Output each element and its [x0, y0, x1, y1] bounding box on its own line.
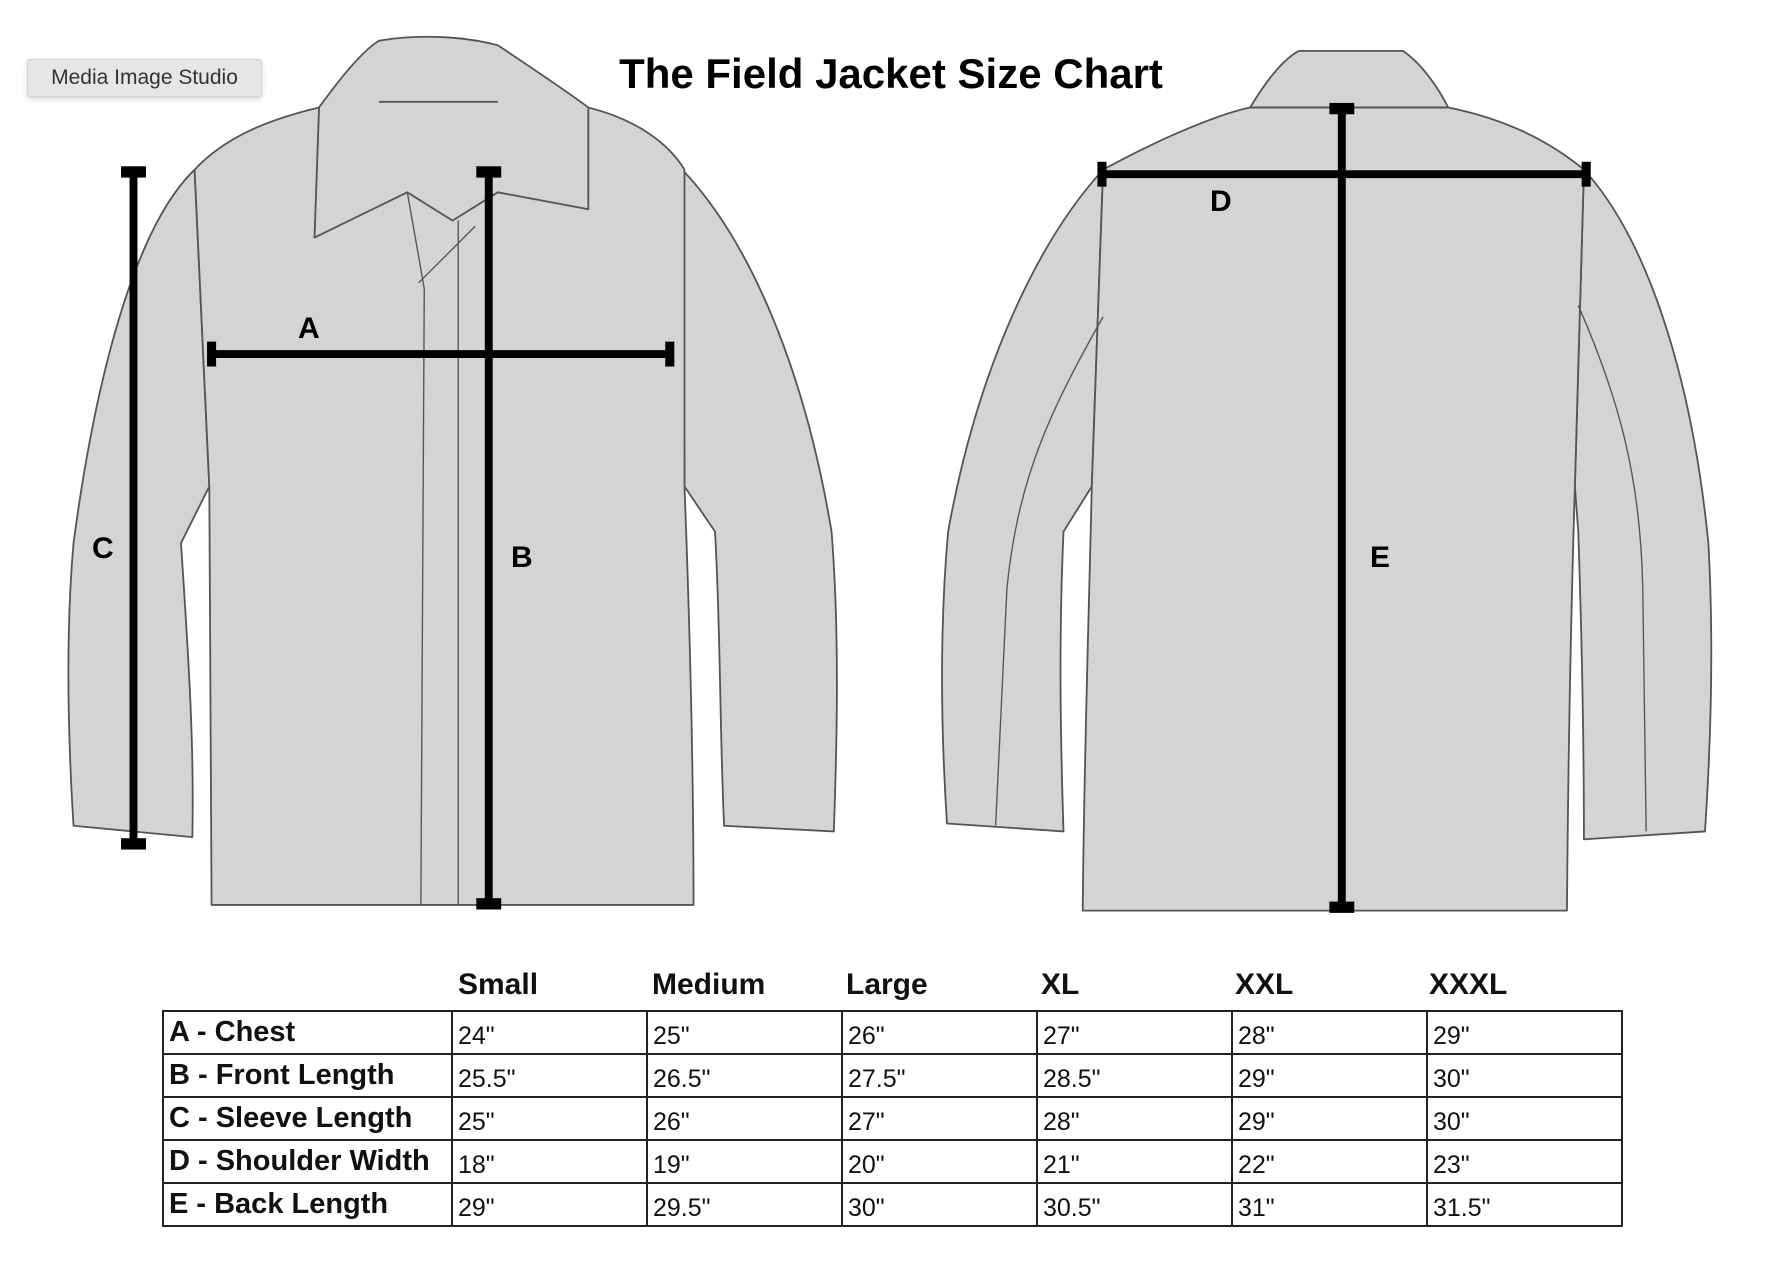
label-d: D: [1210, 185, 1232, 218]
size-value: 20": [841, 1139, 1038, 1184]
column-header-large: Large: [846, 968, 928, 1001]
size-value: 25.5": [451, 1053, 648, 1098]
size-value: 29.5": [646, 1182, 843, 1227]
row-label: B - Front Length: [162, 1053, 453, 1098]
size-value: 24": [451, 1010, 648, 1055]
column-header-xxxl: XXXL: [1429, 968, 1508, 1001]
size-value: 18": [451, 1139, 648, 1184]
label-b: B: [511, 541, 533, 574]
size-value: 23": [1426, 1139, 1623, 1184]
label-e: E: [1370, 541, 1391, 574]
size-value: 26.5": [646, 1053, 843, 1098]
size-value: 29": [1231, 1053, 1428, 1098]
front-body: [193, 106, 695, 906]
size-value: 26": [841, 1010, 1038, 1055]
size-value: 30": [1426, 1053, 1623, 1098]
back-body: [1081, 106, 1585, 912]
size-value: 30": [841, 1182, 1038, 1227]
row-label: C - Sleeve Length: [162, 1096, 453, 1141]
size-value: 30.5": [1036, 1182, 1233, 1227]
media-image-studio-badge[interactable]: Media Image Studio: [27, 59, 262, 97]
size-value: 31.5": [1426, 1182, 1623, 1227]
front-right-sleeve: [681, 168, 838, 833]
size-value: 22": [1231, 1139, 1428, 1184]
size-value: 27": [841, 1096, 1038, 1141]
size-value: 19": [646, 1139, 843, 1184]
front-collar: [313, 35, 590, 239]
column-header-xxl: XXL: [1235, 968, 1294, 1001]
front-jacket: [67, 35, 838, 906]
label-c: C: [92, 532, 114, 565]
size-value: 27": [1036, 1010, 1233, 1055]
size-value: 30": [1426, 1096, 1623, 1141]
size-value: 28.5": [1036, 1053, 1233, 1098]
row-label: A - Chest: [162, 1010, 453, 1055]
size-value: 27.5": [841, 1053, 1038, 1098]
size-value: 26": [646, 1096, 843, 1141]
size-value: 29": [451, 1182, 648, 1227]
size-value: 28": [1231, 1010, 1428, 1055]
row-label: E - Back Length: [162, 1182, 453, 1227]
size-value: 25": [646, 1010, 843, 1055]
measurement-lines: [121, 102, 1591, 913]
size-value: 29": [1426, 1010, 1623, 1055]
column-header-small: Small: [458, 968, 539, 1001]
back-jacket: [941, 49, 1713, 912]
chart-title: The Field Jacket Size Chart: [619, 50, 1163, 97]
column-header-medium: Medium: [652, 968, 766, 1001]
row-label: D - Shoulder Width: [162, 1139, 453, 1184]
back-collar: [1249, 49, 1450, 109]
size-value: 25": [451, 1096, 648, 1141]
front-left-sleeve: [67, 168, 211, 838]
size-value: 28": [1036, 1096, 1233, 1141]
column-header-xl: XL: [1041, 968, 1080, 1001]
back-right-sleeve: [1573, 168, 1713, 841]
size-value: 21": [1036, 1139, 1233, 1184]
size-value: 29": [1231, 1096, 1428, 1141]
label-a: A: [298, 312, 320, 345]
size-value: 31": [1231, 1182, 1428, 1227]
